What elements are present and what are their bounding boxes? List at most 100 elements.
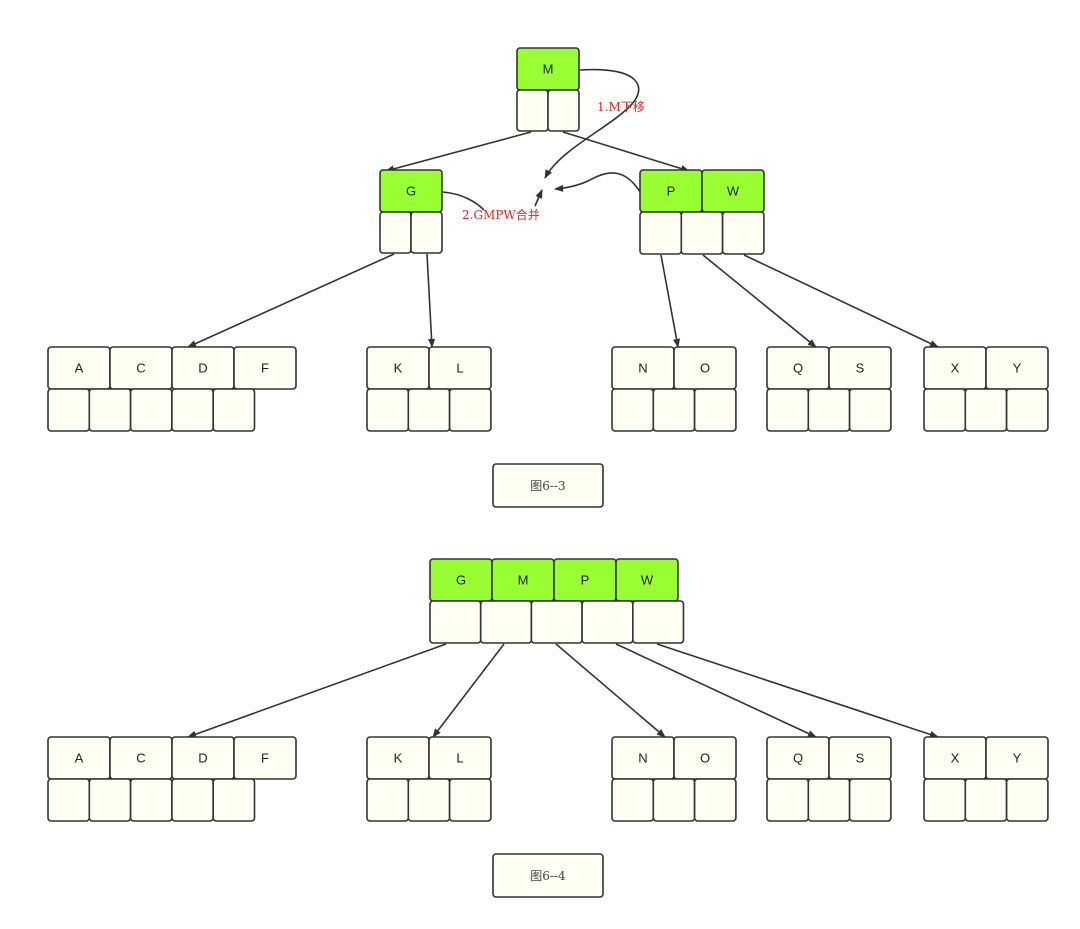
tree-edges	[187, 131, 939, 738]
key-label: P	[667, 184, 676, 199]
pointer-cell	[964, 778, 1008, 822]
pointer-cell	[766, 778, 810, 822]
pointer-cell	[652, 778, 696, 822]
key-label: Q	[793, 751, 803, 766]
key-label: W	[727, 184, 740, 199]
caption-6-3: 图6--3	[492, 463, 604, 508]
key-label: F	[261, 361, 269, 376]
child-pointer-arrow	[660, 254, 681, 348]
key-label: X	[951, 751, 960, 766]
pointer-cell	[693, 388, 737, 432]
pointer-cell	[631, 600, 685, 644]
annotation-m-move-down: 1.M下移	[597, 100, 645, 114]
pointer-cell	[547, 89, 580, 132]
pointer-cell	[530, 600, 583, 644]
child-pointer-arrow	[432, 643, 505, 738]
pointer-cell	[923, 778, 967, 822]
child-pointer-arrow	[385, 131, 532, 173]
caption-6-4: 图6--4	[492, 853, 604, 898]
child-pointer-arrow	[187, 643, 447, 738]
pointer-cell	[766, 388, 810, 432]
child-pointer-arrow	[187, 253, 395, 348]
pointer-cell	[171, 778, 214, 822]
pointer-cell	[516, 89, 549, 132]
svg-text:图6--3: 图6--3	[530, 479, 565, 493]
key-label: G	[406, 184, 416, 199]
key-cell	[516, 47, 580, 91]
child-pointer-arrow	[426, 253, 436, 348]
pointer-cell	[88, 778, 132, 822]
pointer-cell	[721, 211, 765, 255]
key-label: Y	[1013, 751, 1022, 766]
pointer-cell	[129, 778, 173, 822]
pointer-cell	[47, 778, 91, 822]
key-label: L	[456, 361, 463, 376]
child-pointer-arrow	[743, 254, 939, 348]
key-label: W	[641, 573, 654, 588]
child-pointer-arrow	[555, 643, 666, 738]
pointer-cell	[366, 778, 410, 822]
key-label: D	[198, 751, 207, 766]
svg-text:图6--4: 图6--4	[530, 869, 566, 883]
pointer-cell	[410, 211, 443, 254]
key-label: S	[856, 361, 865, 376]
key-label: L	[456, 751, 463, 766]
key-label: M	[543, 62, 554, 77]
pointer-cell	[611, 778, 655, 822]
key-cell	[233, 346, 297, 390]
pointer-cell	[693, 778, 737, 822]
m-move-down-curve	[544, 68, 640, 179]
key-cell	[233, 736, 297, 780]
merge-arrow-tip	[534, 189, 543, 207]
pointer-cell	[129, 388, 173, 432]
key-label: D	[198, 361, 207, 376]
annotation-curves	[442, 68, 641, 211]
annotation-gmpw-merge: 2.GMPW合并	[462, 207, 540, 222]
pointer-cell	[212, 778, 256, 822]
child-pointer-arrow	[615, 643, 817, 738]
pointer-cell	[923, 388, 967, 432]
child-pointer-arrow	[702, 254, 817, 348]
pointer-cell	[47, 388, 91, 432]
pointer-cell	[964, 388, 1008, 432]
key-label: C	[136, 751, 145, 766]
key-label: Y	[1013, 361, 1022, 376]
pointer-cell	[581, 600, 634, 644]
key-label: X	[951, 361, 960, 376]
key-label: Q	[793, 361, 803, 376]
key-label: O	[700, 361, 710, 376]
key-label: C	[136, 361, 145, 376]
pointer-cell	[448, 778, 492, 822]
pointer-cell	[429, 600, 482, 644]
key-label: S	[856, 751, 865, 766]
g-merge-curve	[442, 191, 485, 211]
key-label: G	[456, 573, 466, 588]
pointer-cell	[680, 211, 724, 255]
key-label: N	[638, 751, 647, 766]
pointer-cell	[212, 388, 256, 432]
key-label: M	[518, 573, 529, 588]
pointer-cell	[479, 600, 533, 644]
pointer-cell	[1005, 778, 1049, 822]
tree-node-g: G	[379, 169, 443, 254]
pointer-cell	[407, 388, 451, 432]
key-cell	[379, 169, 443, 213]
pointer-cell	[88, 388, 132, 432]
pointer-cell	[807, 388, 851, 432]
pointer-cell	[366, 388, 410, 432]
pointer-cell	[639, 211, 683, 255]
pointer-cell	[407, 778, 451, 822]
pointer-cell	[611, 388, 655, 432]
pointer-cell	[1005, 388, 1049, 432]
